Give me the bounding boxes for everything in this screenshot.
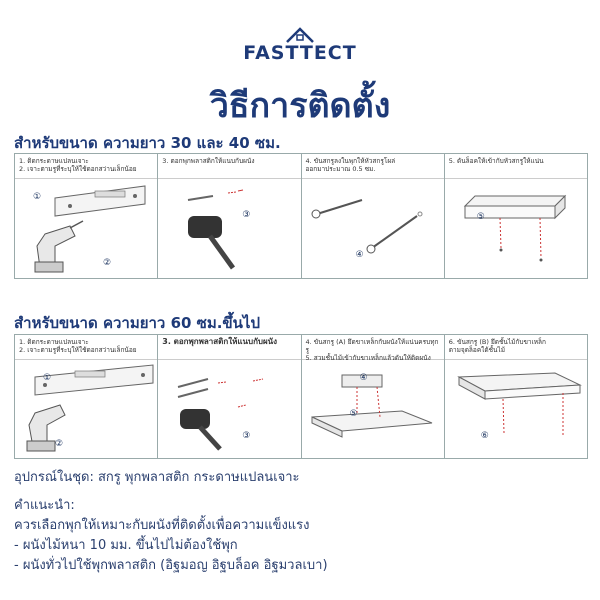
advice-line: - ผนังไม้หนา 10 มม. ขึ้นไปไม่ต้องใช้พุก (14, 538, 238, 553)
step-line: 6. ขันสกรู (B) ยึดชั้นไม้กับขาเหล็ก (448, 338, 546, 346)
hammer-anchor-illustration (188, 189, 244, 270)
step-caption: 1. ติดกระดาษแปลนเจาะ 2. เจาะตามรูที่ระบุ… (15, 335, 158, 360)
step-marker: ⑥ (480, 431, 489, 441)
step-caption: 3. ตอกพุกพลาสติกให้แนบกับผนัง (158, 335, 301, 360)
section-large-steps: 1. ติดกระดาษแปลนเจาะ 2. เจาะตามรูที่ระบุ… (14, 334, 588, 459)
step-caption: 3. ตอกพุกพลาสติกให้แนบกับผนัง (158, 154, 301, 179)
step-panel: 3. ตอกพุกพลาสติกให้แนบกับผนัง ③ (158, 335, 302, 458)
hammer-anchor-illustration (177, 378, 264, 451)
section-large-heading: สำหรับขนาด ความยาว 60 ซม.ขึ้นไป (14, 314, 260, 332)
section-small-heading: สำหรับขนาด ความยาว 30 และ 40 ซม. (14, 134, 281, 152)
step-marker: ④ (359, 373, 368, 383)
page-title: วิธีการติดตั้ง (209, 86, 391, 126)
step-panel: 6. ขันสกรู (B) ยึดชั้นไม้กับขาเหล็ก ตามจ… (444, 335, 587, 458)
step-line: 2. เจาะตามรูที่ระบุให้ใช้ดอกสว่านเล็กน้อ… (19, 165, 137, 173)
advice-line: ควรเลือกพุกให้เหมาะกับผนังที่ติดตั้งเพื่… (14, 518, 310, 533)
step-marker: ② (103, 258, 112, 268)
bracket-shelf-illustration (311, 374, 432, 438)
shelf-lock-illustration (456, 372, 582, 437)
step-line: ตามจุดล็อคใต้ชั้นไม้ (448, 346, 505, 354)
drill-template-illustration (26, 364, 154, 452)
step-line: 5. ดันล็อคให้เข้ากับหัวสกรูให้แน่น (448, 157, 544, 165)
step-panel: 3. ตอกพุกพลาสติกให้แนบกับผนัง ③ (158, 154, 302, 278)
section-small-steps: 1. ติดกระดาษแปลนเจาะ 2. เจาะตามรูที่ระบุ… (14, 153, 588, 279)
brand-name: FASTTECT (243, 42, 357, 64)
step-panel: 4. ขันสกรู (A) ยึดขาเหล็กกับผนังให้แน่นค… (301, 335, 445, 458)
step-line: 5. สวมชั้นไม้เข้ากับขาเหล็กแล้วดันให้ติด… (305, 354, 431, 362)
step-caption: 5. ดันล็อคให้เข้ากับหัวสกรูให้แน่น (444, 154, 587, 179)
step-marker: ③ (242, 210, 251, 220)
step-line: 1. ติดกระดาษแปลนเจาะ (19, 338, 89, 346)
step-line: 4. ขันสกรู (A) ยึดขาเหล็กกับผนังให้แน่นค… (305, 338, 439, 354)
step-marker: ① (33, 192, 42, 202)
step-marker: ⑤ (349, 409, 358, 419)
house-roof-icon (286, 27, 314, 43)
step-marker: ② (55, 439, 64, 449)
step-caption: 4. ขันสกรู (A) ยึดขาเหล็กกับผนังให้แน่นค… (301, 335, 444, 362)
step-marker: ⑤ (476, 212, 485, 222)
step-line: 4. ขันสกรูลงในพุกให้หัวสกรูโผล่ (305, 157, 396, 165)
step-marker: ③ (242, 431, 251, 441)
drill-template-illustration (34, 185, 146, 273)
step-line: 3. ตอกพุกพลาสติกให้แนบกับผนัง (162, 157, 255, 165)
step-marker: ④ (355, 250, 364, 260)
step-panel: 5. ดันล็อคให้เข้ากับหัวสกรูให้แน่น ⑤ (444, 154, 587, 278)
brand-logo: FASTTECT (0, 27, 600, 64)
shelf-lock-illustration (463, 194, 566, 262)
screw-illustration (311, 199, 422, 254)
step-line: 3. ตอกพุกพลาสติกให้แนบกับผนัง (162, 337, 278, 346)
advice-line: - ผนังทั่วไปใช้พุกพลาสติก (อิฐมอญ อิฐบล็… (14, 558, 328, 573)
step-panel: 1. ติดกระดาษแปลนเจาะ 2. เจาะตามรูที่ระบุ… (15, 154, 159, 278)
step-marker: ① (43, 373, 52, 383)
step-panel: 1. ติดกระดาษแปลนเจาะ 2. เจาะตามรูที่ระบุ… (15, 335, 159, 458)
step-caption: 4. ขันสกรูลงในพุกให้หัวสกรูโผล่ ออกมาประ… (301, 154, 444, 179)
advice-title: คำแนะนำ: (14, 498, 75, 513)
step-line: ออกมาประมาณ 0.5 ซม. (305, 165, 376, 173)
step-caption: 6. ขันสกรู (B) ยึดชั้นไม้กับขาเหล็ก ตามจ… (444, 335, 587, 360)
step-panel: 4. ขันสกรูลงในพุกให้หัวสกรูโผล่ ออกมาประ… (301, 154, 445, 278)
step-caption: 1. ติดกระดาษแปลนเจาะ 2. เจาะตามรูที่ระบุ… (15, 154, 158, 179)
step-line: 1. ติดกระดาษแปลนเจาะ (19, 157, 89, 165)
equipment-text: อุปกรณ์ในชุด: สกรู พุกพลาสติก กระดาษแปลน… (14, 470, 300, 485)
step-line: 2. เจาะตามรูที่ระบุให้ใช้ดอกสว่านเล็กน้อ… (19, 346, 137, 354)
